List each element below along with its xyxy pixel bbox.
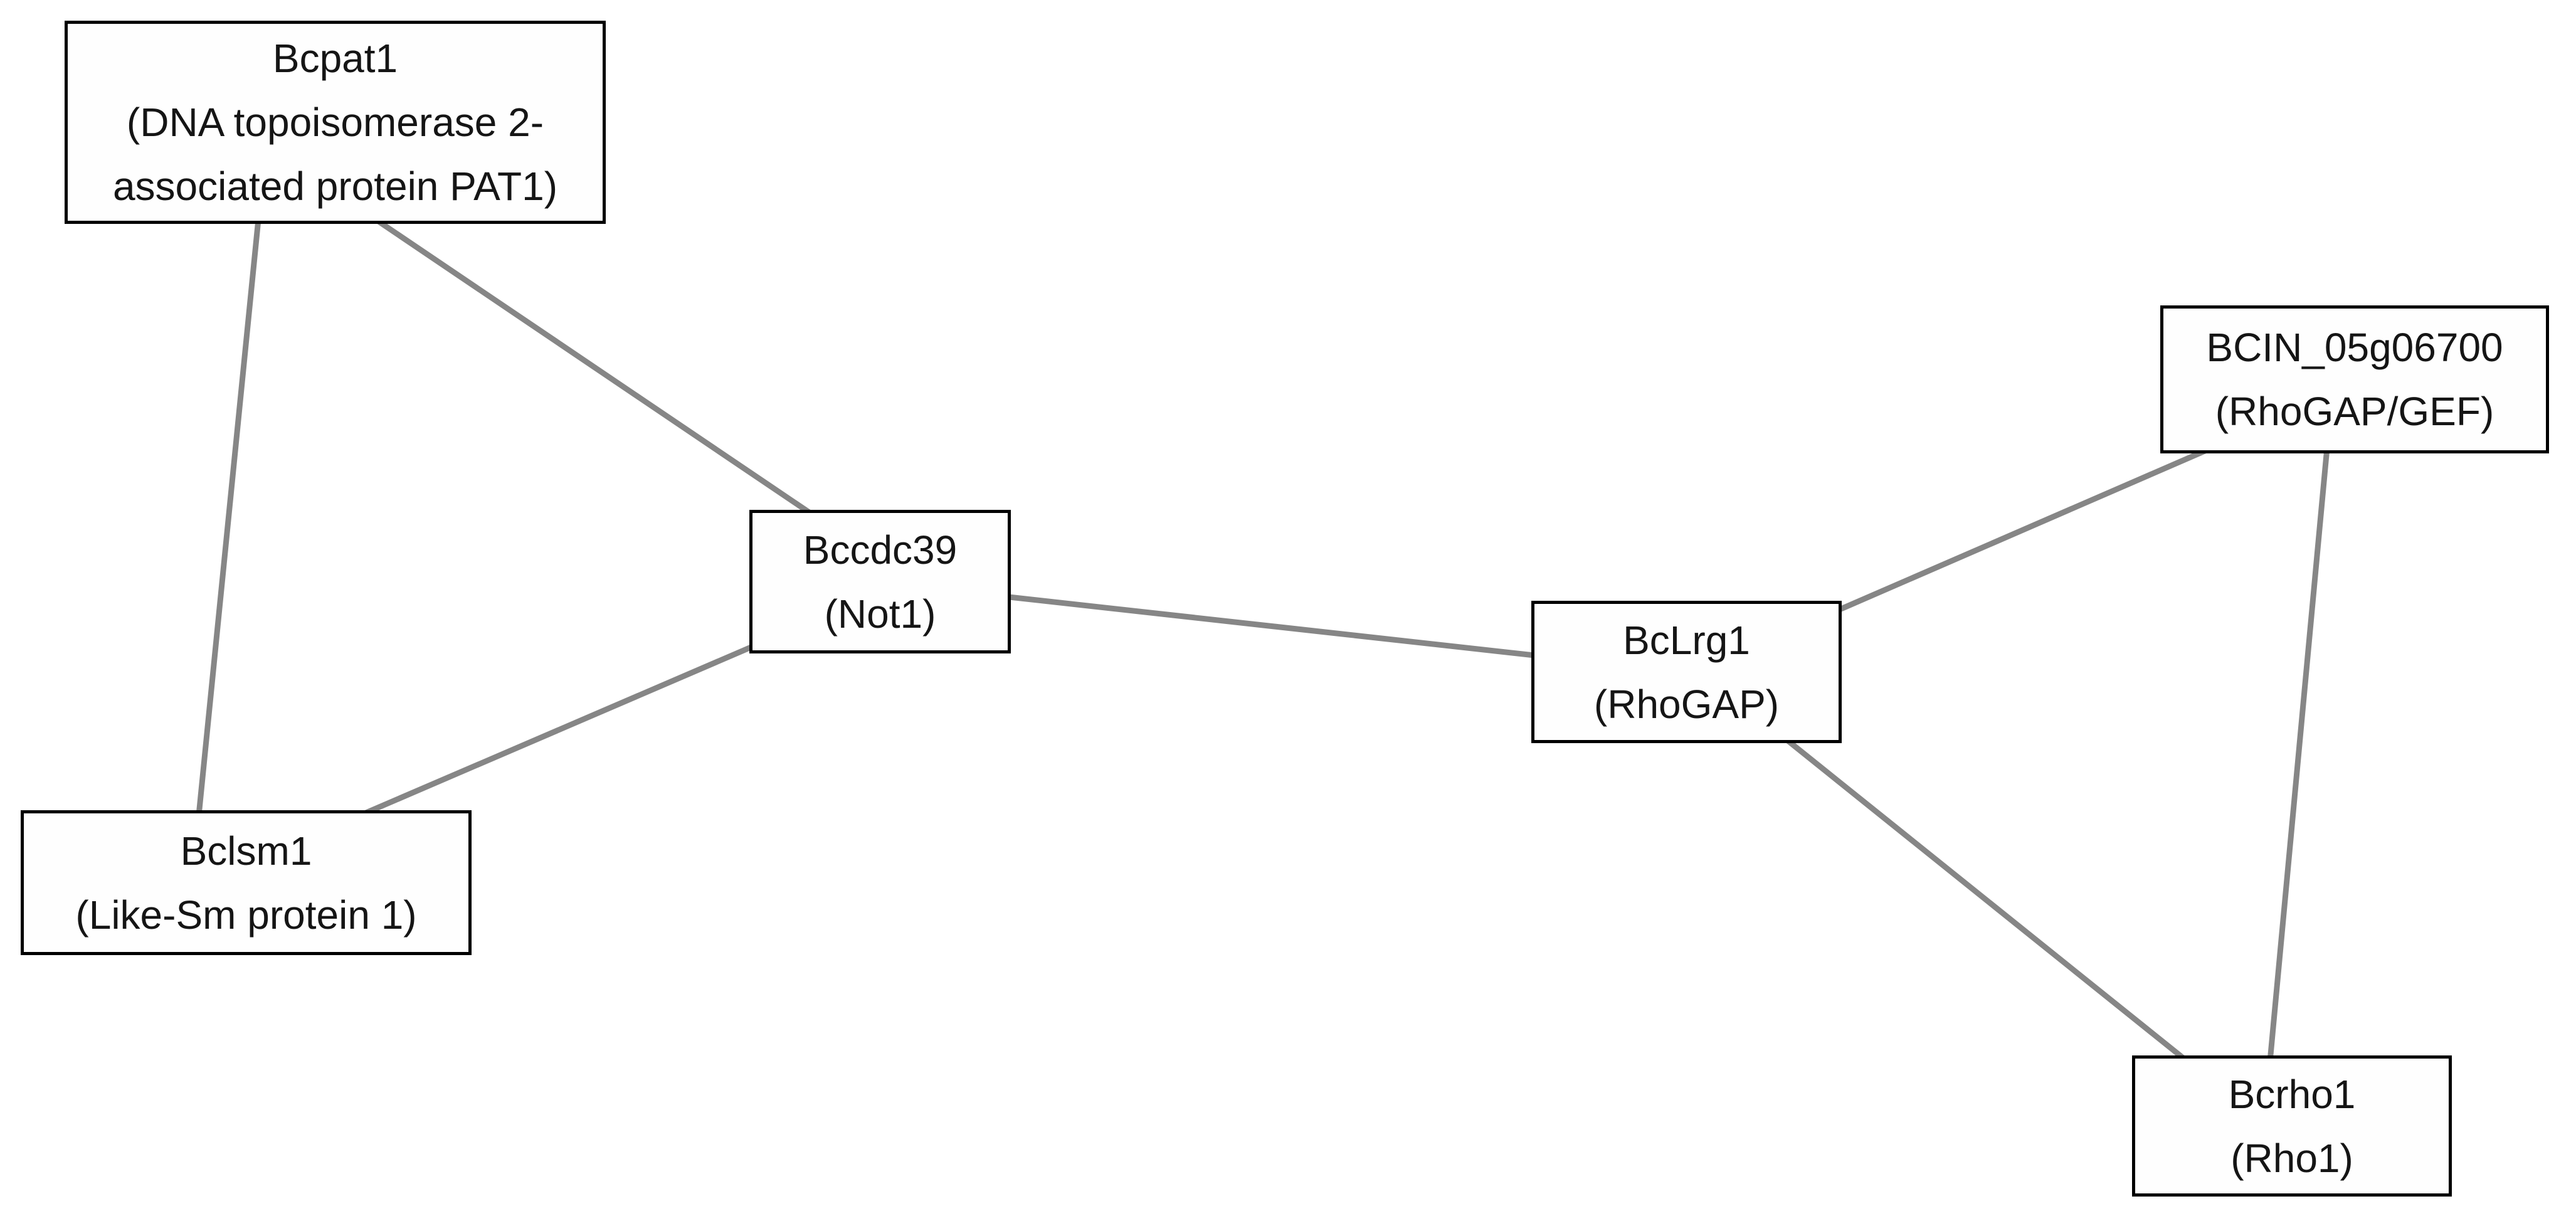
node-label: Bcrho1: [2228, 1071, 2356, 1117]
node-bcpat1: Bcpat1 (DNA topoisomerase 2- associated …: [65, 21, 606, 224]
node-label: Bccdc39: [803, 527, 958, 573]
node-bclsm1: Bclsm1 (Like-Sm protein 1): [21, 810, 472, 955]
edge-Bclsm1-Bccdc39: [312, 616, 816, 838]
edge-BCIN_05g06700-Bcrho1: [2261, 407, 2334, 1129]
edge-Bcpat1-Bccdc39: [312, 175, 855, 544]
node-label: BcLrg1: [1623, 617, 1750, 663]
node-sublabel: (Not1): [824, 591, 936, 637]
node-sublabel: (Like-Sm protein 1): [75, 892, 417, 938]
node-sublabel: (RhoGAP): [1593, 681, 1780, 727]
node-label: Bcpat1: [272, 36, 398, 81]
node-bclrg1: BcLrg1 (RhoGAP): [1531, 601, 1842, 743]
node-bcin-05g06700: BCIN_05g06700 (RhoGAP/GEF): [2160, 305, 2549, 453]
node-bccdc39: Bccdc39 (Not1): [749, 510, 1011, 653]
node-label: BCIN_05g06700: [2206, 325, 2503, 370]
node-sublabel: (Rho1): [2230, 1135, 2353, 1181]
edge-Bcpat1-Bclsm1: [189, 156, 268, 879]
edge-BcLrg1-Bcrho1: [1723, 687, 2234, 1100]
node-bcrho1: Bcrho1 (Rho1): [2132, 1055, 2452, 1197]
node-sublabel: (RhoGAP/GEF): [2215, 389, 2494, 434]
node-sublabel: associated protein PAT1): [112, 164, 558, 209]
node-sublabel: (DNA topoisomerase 2-: [126, 100, 544, 145]
node-label: Bclsm1: [180, 828, 312, 874]
